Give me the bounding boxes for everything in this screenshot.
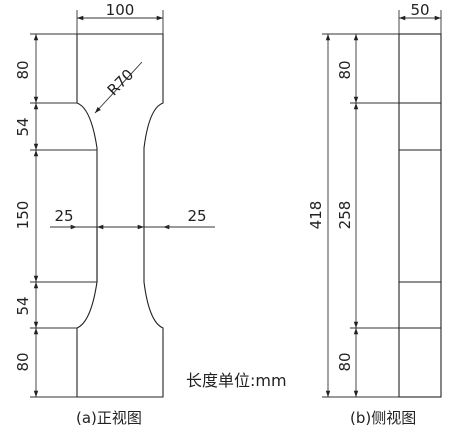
dim-thickness: 50: [410, 1, 429, 19]
side-view-outline: [398, 33, 442, 398]
dim-width-top: 100: [106, 1, 135, 19]
side-view-caption: (b)侧视图: [350, 409, 416, 427]
dim-radius: R70: [104, 66, 138, 100]
dim-shoulder-right: 25: [187, 207, 206, 225]
dim-side-top: 80: [336, 60, 354, 79]
dim-side-bottom: 80: [336, 352, 354, 371]
radius-leader: [94, 61, 143, 114]
front-view-outline: [76, 33, 164, 398]
front-view: 100 80 54 150 54 80 R70 25 25 (a)正视图: [14, 1, 215, 427]
dim-bottom-grip: 80: [14, 352, 32, 371]
dim-transition-top: 54: [14, 117, 32, 136]
dim-transition-bottom: 54: [14, 296, 32, 315]
unit-note: 长度单位:mm: [186, 371, 287, 390]
dim-shoulder-left: 25: [54, 207, 73, 225]
dim-top-grip: 80: [14, 60, 32, 79]
front-view-caption: (a)正视图: [76, 409, 142, 427]
dim-total-length: 418: [307, 201, 325, 230]
dim-side-middle: 258: [336, 201, 354, 230]
dim-gauge-length: 150: [14, 201, 32, 230]
side-view: 50 418 80 258 80 (b)侧视图: [307, 1, 442, 427]
